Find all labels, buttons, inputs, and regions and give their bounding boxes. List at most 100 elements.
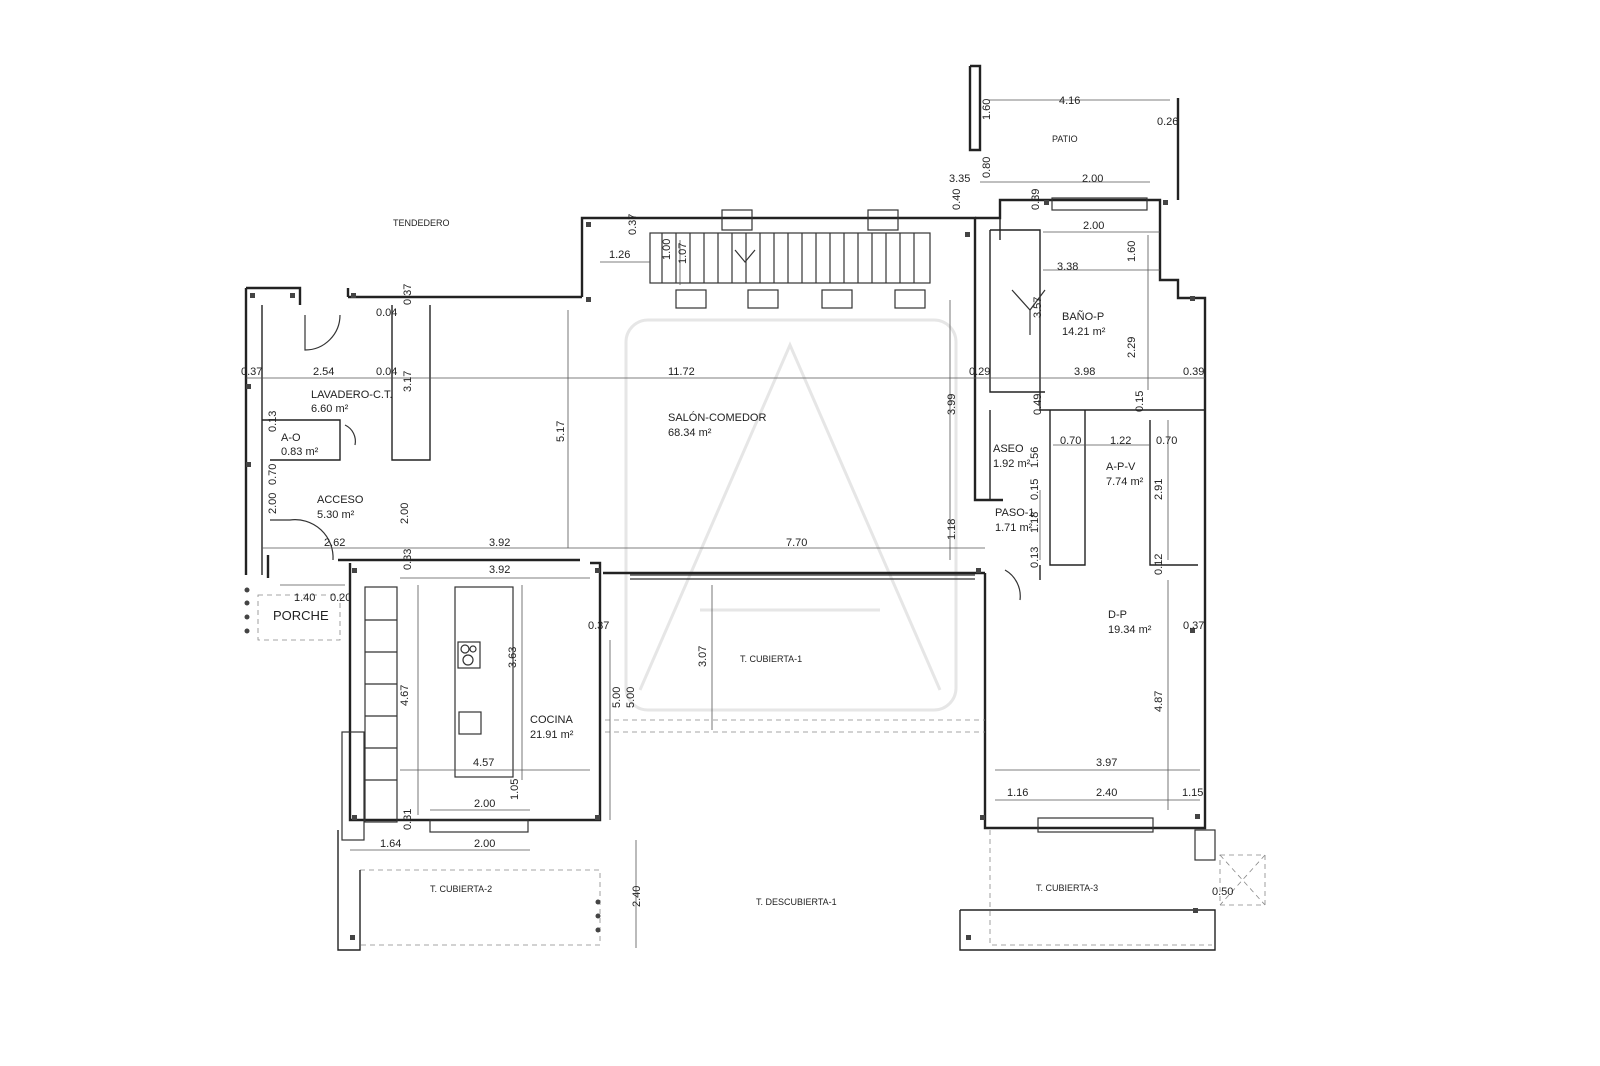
dimension-label: 0.04 [376, 307, 397, 319]
dimension-label: 2.00 [267, 493, 279, 514]
dimension-label: 2.00 [474, 838, 495, 850]
dimension-label: 0.29 [969, 366, 990, 378]
staircase [649, 209, 931, 309]
dimension-labels: 4.16 0.26 1.60 3.35 0.80 2.00 0.40 0.39 … [241, 95, 1233, 907]
dimension-label: 3.92 [489, 564, 510, 576]
dimension-label: 3.92 [489, 537, 510, 549]
room-area-lavadero: 6.60 m² [311, 403, 349, 415]
room-area-salon: 68.34 m² [668, 427, 712, 439]
room-name-tcub3: T. CUBIERTA-3 [1036, 883, 1098, 893]
dimension-label: 0.50 [1212, 886, 1233, 898]
room-name-patio: PATIO [1052, 134, 1078, 144]
dimension-label: 2.91 [1153, 479, 1165, 500]
watermark-logo [624, 318, 958, 712]
dimension-label: 5.00 [611, 687, 623, 708]
dimension-label: 0.15 [1029, 479, 1041, 500]
room-name-tcub2: T. CUBIERTA-2 [430, 884, 492, 894]
dimension-label: 3.63 [507, 647, 519, 668]
dimension-label: 3.99 [946, 394, 958, 415]
room-labels: TENDEDERO PATIO LAVADERO-C.T. 6.60 m² A-… [273, 134, 1152, 907]
windows [429, 197, 1154, 833]
dimension-label: 0.37 [588, 620, 609, 632]
room-name-tendedero: TENDEDERO [393, 218, 450, 228]
dimension-label: 0.70 [267, 464, 279, 485]
dimension-label: 1.05 [509, 779, 521, 800]
dimension-label: 0.37 [402, 284, 414, 305]
dimension-label: 0.37 [1183, 620, 1204, 632]
dimension-label: 0.12 [1153, 554, 1165, 575]
dimension-label: 3.35 [949, 173, 970, 185]
dimension-label: 0.20 [330, 592, 351, 604]
dimension-label: 0.31 [402, 809, 414, 830]
dimension-label: 3.98 [1074, 366, 1095, 378]
dimension-label: 4.67 [399, 685, 411, 706]
dimension-label: 0.33 [402, 549, 414, 570]
room-name-tcub1: T. CUBIERTA-1 [740, 654, 802, 664]
structural-posts [244, 200, 1200, 940]
room-name-apv: A-P-V [1106, 461, 1136, 473]
doors [270, 289, 1046, 601]
dimension-label: 2.54 [313, 366, 334, 378]
dimension-label: 3.38 [1057, 261, 1078, 273]
dimension-label: 7.70 [786, 537, 807, 549]
dimension-label: 1.15 [1182, 787, 1203, 799]
dimension-label: 0.40 [951, 189, 963, 210]
dimension-label: 1.16 [1007, 787, 1028, 799]
dimension-label: 0.15 [1134, 391, 1146, 412]
dimension-label: 1.22 [1110, 435, 1131, 447]
dimension-label: 3.17 [402, 371, 414, 392]
dimension-label: 1.18 [1029, 512, 1041, 533]
room-area-bano: 14.21 m² [1062, 326, 1106, 338]
exterior-walls [244, 64, 1207, 830]
dimension-label: 4.16 [1059, 95, 1080, 107]
room-name-lavadero: LAVADERO-C.T. [311, 389, 393, 401]
interior-walls [261, 218, 1205, 580]
dimension-label: 2.62 [324, 537, 345, 549]
dimension-label: 2.00 [399, 503, 411, 524]
dimension-lines [246, 99, 1205, 948]
dimension-label: 2.00 [1083, 220, 1104, 232]
room-name-bano: BAÑO-P [1062, 310, 1104, 323]
room-name-ao: A-O [281, 432, 301, 444]
dimension-label: 0.70 [1060, 435, 1081, 447]
dimension-label: 2.29 [1126, 337, 1138, 358]
dimension-label: 5.00 [625, 687, 637, 708]
dimension-label: 1.60 [1126, 241, 1138, 262]
room-area-paso: 1.71 m² [995, 522, 1033, 534]
room-area-aseo: 1.92 m² [993, 458, 1031, 470]
room-area-dp: 19.34 m² [1108, 624, 1152, 636]
dimension-label: 2.00 [1082, 173, 1103, 185]
dimension-label: 0.13 [1029, 547, 1041, 568]
dimension-label: 2.40 [1096, 787, 1117, 799]
dimension-label: 2.00 [474, 798, 495, 810]
dimension-label: 0.49 [1032, 394, 1044, 415]
dimension-label: 0.37 [241, 366, 262, 378]
dimension-label: 1.07 [677, 243, 689, 264]
dimension-label: 11.72 [668, 366, 695, 378]
dimension-label: 3.57 [1032, 297, 1044, 318]
dimension-label: 4.87 [1153, 691, 1165, 712]
dimension-label: 0.37 [627, 214, 639, 235]
dimension-label: 1.64 [380, 838, 401, 850]
room-name-acceso: ACCESO [317, 494, 364, 506]
room-name-salon: SALÓN-COMEDOR [668, 411, 766, 424]
room-area-acceso: 5.30 m² [317, 509, 355, 521]
dimension-label: 0.39 [1030, 189, 1042, 210]
dimension-label: 1.40 [294, 592, 315, 604]
room-area-apv: 7.74 m² [1106, 476, 1144, 488]
room-area-ao: 0.83 m² [281, 446, 319, 458]
dimension-label: 0.13 [267, 411, 279, 432]
room-area-cocina: 21.91 m² [530, 729, 574, 741]
dimension-label: 1.18 [946, 519, 958, 540]
dimension-label: 0.26 [1157, 116, 1178, 128]
dimension-label: 2.40 [631, 886, 643, 907]
dimension-label: 0.04 [376, 366, 397, 378]
terraces [257, 594, 1266, 951]
room-name-dp: D-P [1108, 609, 1127, 621]
room-name-cocina: COCINA [530, 714, 573, 726]
dimension-label: 1.56 [1029, 447, 1041, 468]
kitchen-island [454, 586, 514, 778]
dimension-label: 3.97 [1096, 757, 1117, 769]
room-name-porche: PORCHE [273, 608, 329, 623]
